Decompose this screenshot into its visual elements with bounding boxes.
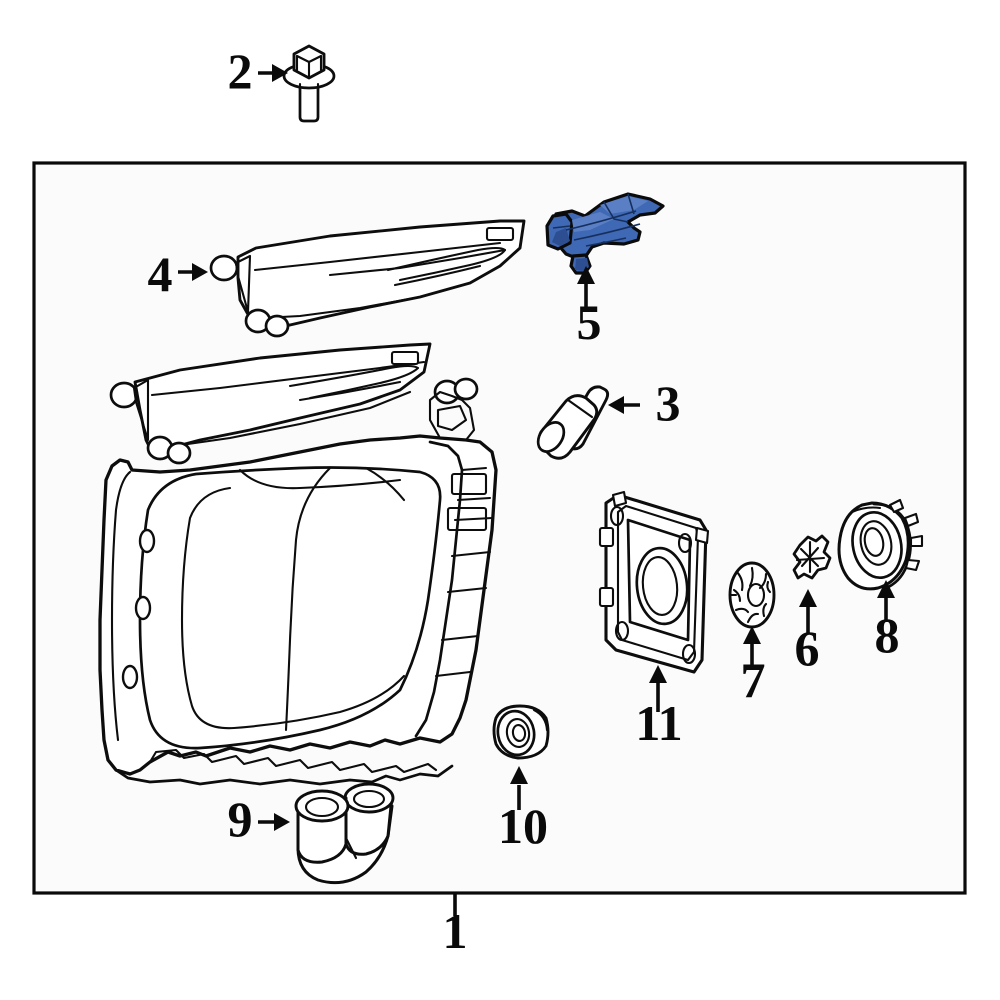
callout-number-10: 10 (498, 798, 548, 854)
part-control-module-bracket (598, 490, 710, 674)
callout-leader-4 (178, 263, 208, 281)
callout-number-9: 9 (228, 791, 253, 847)
callout-number-2: 2 (228, 43, 253, 99)
callout-leader-7 (743, 626, 761, 665)
part-adjuster-gear (728, 561, 776, 629)
part-retainer-clip (792, 534, 832, 580)
callout-number-3: 3 (656, 375, 681, 431)
callout-number-1: 1 (443, 903, 468, 959)
callout-leader-9 (258, 813, 290, 831)
part-headlamp-housing-main (98, 342, 498, 786)
callout-leader-2 (258, 64, 288, 82)
part-grommet-bushing (492, 704, 550, 760)
part-bulb-socket-dual (536, 385, 610, 460)
callout-leader-11 (649, 665, 667, 712)
callout-leader-6 (799, 589, 817, 634)
callout-number-8: 8 (875, 607, 900, 663)
callout-leader-10 (510, 766, 528, 810)
callout-leader-8 (877, 580, 895, 622)
callout-leader-3 (608, 396, 640, 414)
callout-number-7: 7 (741, 652, 766, 708)
callout-leader-5 (577, 266, 595, 308)
callout-number-11: 11 (635, 695, 682, 751)
callout-number-4: 4 (148, 246, 173, 302)
callout-number-5: 5 (577, 294, 602, 350)
callout-number-6: 6 (795, 620, 820, 676)
part-leveling-motor (837, 498, 924, 591)
part-flange-bolt (282, 44, 336, 123)
part-dual-bulb-socket-connector (294, 782, 395, 885)
part-headlamp-bezel-trim (209, 219, 526, 338)
